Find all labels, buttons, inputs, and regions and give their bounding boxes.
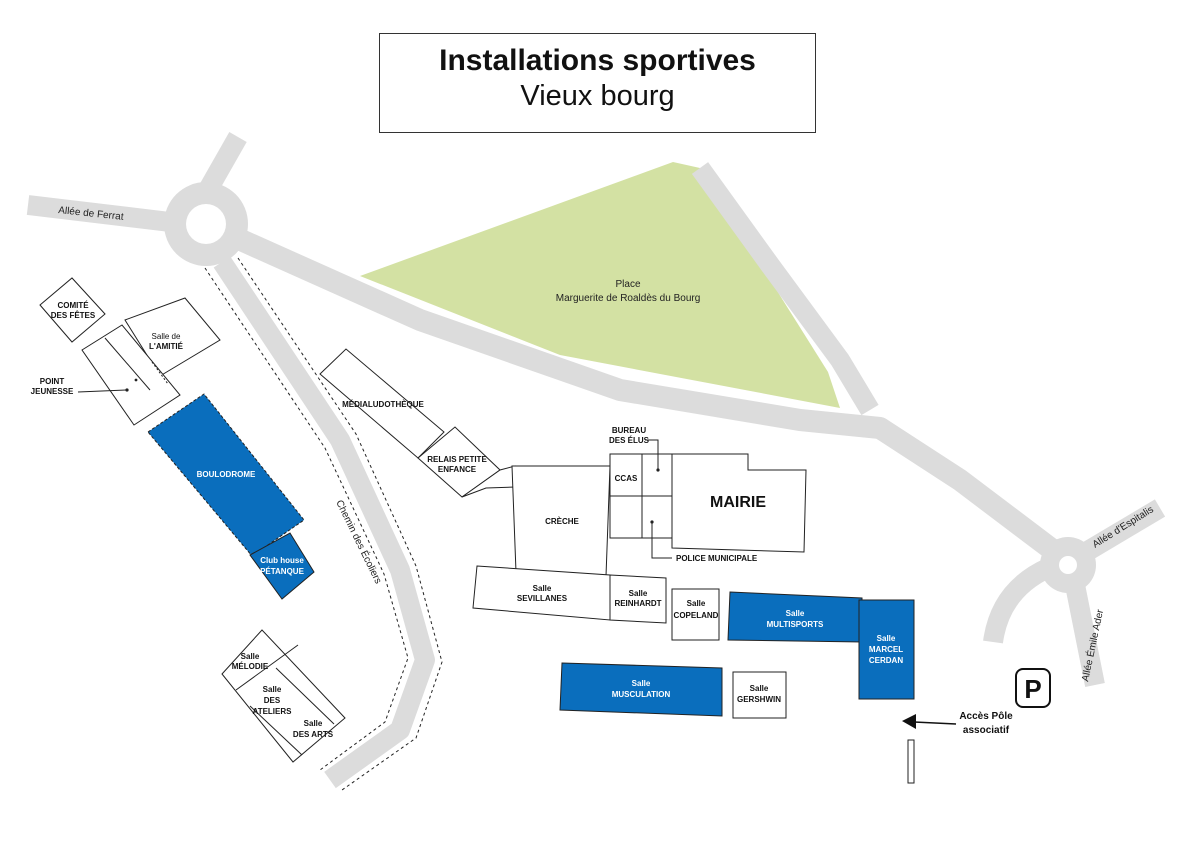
- parking-letter: P: [1024, 674, 1041, 704]
- southwest-buildings: [221, 629, 346, 763]
- road-chemin-edge-right: [237, 257, 443, 791]
- central-west-buildings: [319, 348, 516, 498]
- roundabout-west-center: [186, 204, 226, 244]
- road-east-spur: [691, 162, 879, 416]
- road-main: [227, 225, 1077, 572]
- label-musculation-2: MUSCULATION: [612, 690, 671, 699]
- gershwin-building: [732, 671, 787, 719]
- label-comite-1: COMITÉ: [57, 301, 89, 310]
- park-area: [360, 162, 840, 408]
- road-allee-ferrat: [26, 195, 172, 232]
- park-label-line1: Place: [615, 279, 640, 290]
- label-club-house-1: Club house: [260, 556, 304, 565]
- access-label-2: associatif: [963, 725, 1010, 736]
- comite-fetes-building: [39, 277, 106, 343]
- point-jeunesse-dot: [125, 388, 129, 392]
- bureau-elus-leader: [645, 439, 659, 470]
- label-mairie: MAIRIE: [710, 494, 766, 511]
- label-club-house-2: PÉTANQUE: [260, 567, 305, 576]
- label-boulodrome: BOULODROME: [197, 470, 256, 479]
- parking-sign-icon: P: [1015, 668, 1051, 708]
- label-point-jeunesse-1: POINT: [40, 377, 65, 386]
- label-point-jeunesse-2: JEUNESSE: [31, 387, 74, 396]
- label-amitie-1: Salle de: [152, 332, 181, 341]
- musculation-building: [559, 662, 723, 717]
- label-copeland-1: Salle: [687, 599, 706, 608]
- label-reinhardt-1: Salle: [629, 589, 648, 598]
- label-gershwin-1: Salle: [750, 684, 769, 693]
- label-bureau-elus-2: DES ÉLUS: [609, 436, 650, 445]
- mairie-building: [671, 453, 807, 553]
- label-melodie-2: MÉLODIE: [232, 662, 269, 671]
- southwest-outline: [221, 629, 346, 763]
- road-chemin-ecoliers: [213, 256, 435, 789]
- sport-halls-row: [472, 565, 787, 719]
- label-cerdan-3: CERDAN: [869, 656, 903, 665]
- copeland-building: [671, 588, 720, 641]
- mairie-complex: [511, 453, 807, 577]
- label-amitie-2: L'AMITIÉ: [149, 342, 184, 351]
- label-relais-1: RELAIS PETITE: [427, 455, 487, 464]
- label-mediatheque: MÉDIALUDOTHÈQUE: [342, 400, 424, 409]
- road-allee-espitalis: [1080, 499, 1166, 561]
- label-reinhardt-2: REINHARDT: [614, 599, 661, 608]
- label-musculation-1: Salle: [632, 679, 651, 688]
- label-ateliers-3: ATELIERS: [253, 707, 293, 716]
- roads: [26, 132, 1166, 789]
- label-cerdan-1: Salle: [877, 634, 896, 643]
- label-arts-2: DES ARTS: [293, 730, 334, 739]
- label-relais-2: ENFANCE: [438, 465, 477, 474]
- label-multisports-1: Salle: [786, 609, 805, 618]
- road-allee-emile-ader: [1065, 583, 1105, 687]
- arrow-left-icon: [902, 714, 957, 729]
- map-subtitle: Vieux bourg: [520, 80, 675, 112]
- point-jeunesse-building: [81, 324, 181, 426]
- label-sevillanes-2: SEVILLANES: [517, 594, 568, 603]
- club-house-building: [249, 532, 315, 600]
- amitie-divider: [104, 337, 151, 391]
- label-copeland-2: COPELAND: [674, 611, 719, 620]
- road-southwest-curve: [983, 558, 1053, 644]
- label-comite-2: DES FÊTES: [51, 311, 96, 320]
- roundabout-east-center: [1059, 556, 1077, 574]
- ateliers-divider-1: [275, 667, 335, 725]
- ateliers-divider-2: [249, 705, 303, 756]
- label-cerdan-2: MARCEL: [869, 645, 903, 654]
- sport-facilities: [559, 591, 915, 717]
- point-jeunesse-leader: [77, 389, 127, 393]
- police-leader: [651, 522, 672, 559]
- boulodrome-building: [147, 393, 305, 557]
- access-barrier: [907, 739, 915, 784]
- label-bureau-elus-1: BUREAU: [612, 426, 646, 435]
- label-creche: CRÈCHE: [545, 517, 579, 526]
- label-police: POLICE MUNICIPALE: [676, 554, 758, 563]
- police-dot: [650, 520, 654, 524]
- park-label-line2: Marguerite de Roaldès du Bourg: [556, 293, 701, 304]
- label-gershwin-2: GERSHWIN: [737, 695, 781, 704]
- label-arts-1: Salle: [304, 719, 323, 728]
- mediatheque-building: [319, 348, 445, 459]
- label-multisports-2: MULTISPORTS: [767, 620, 824, 629]
- label-sevillanes-1: Salle: [533, 584, 552, 593]
- map-title-box: Installations sportives Vieux bourg: [379, 33, 816, 133]
- amitie-dashed: [151, 361, 169, 385]
- marcel-cerdan-building: [858, 599, 915, 700]
- access-label-1: Accès Pôle: [959, 711, 1013, 722]
- label-ateliers-2: DES: [264, 696, 281, 705]
- bureau-elus-dot: [656, 468, 660, 472]
- label-ateliers-1: Salle: [263, 685, 282, 694]
- road-chemin-edge-left: [204, 267, 409, 771]
- west-buildings: [39, 277, 221, 426]
- salle-amitie-dot: [134, 378, 138, 382]
- reinhardt-building: [609, 574, 667, 624]
- label-melodie-1: Salle: [241, 652, 260, 661]
- map-title: Installations sportives: [439, 44, 756, 77]
- sevillanes-building: [472, 565, 611, 621]
- melodie-divider: [235, 644, 299, 691]
- label-ccas: CCAS: [615, 474, 638, 483]
